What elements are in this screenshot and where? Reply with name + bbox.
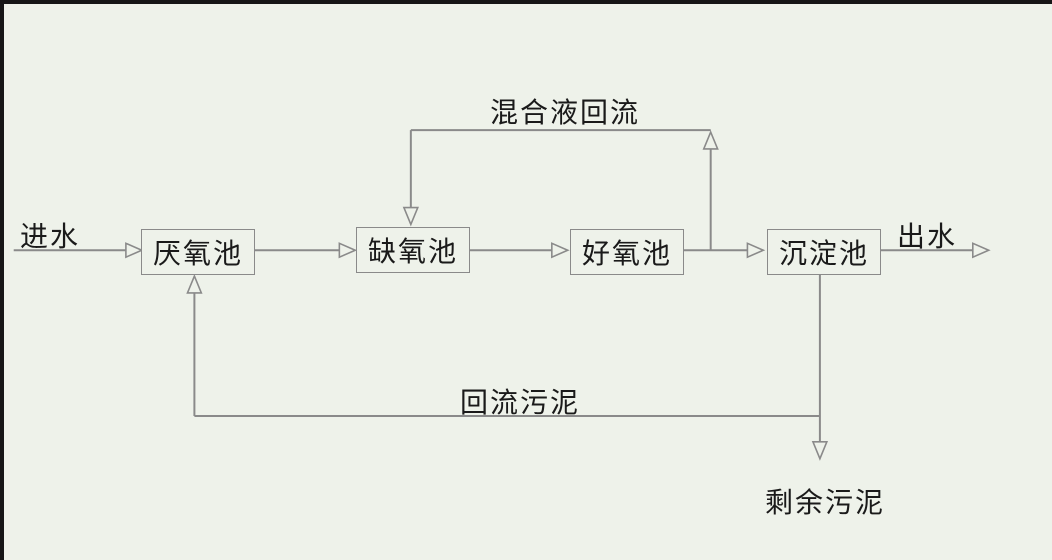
node-aerobic-tank-label: 好氧池 — [581, 239, 672, 270]
anoxic-inlet-arrowhead — [338, 242, 358, 259]
effluent-arrowhead — [972, 242, 991, 259]
anoxic-top-arrowhead — [402, 206, 419, 227]
excess-sludge-label: 剩余污泥 — [764, 488, 886, 519]
mixed-liquor-recycle-label: 混合液回流 — [489, 98, 641, 129]
effluent-label: 出水 — [897, 222, 958, 253]
flow-lines-layer — [13, 129, 991, 461]
return-sludge-label: 回流污泥 — [459, 388, 581, 419]
anaerobic-bottom-arrowhead — [186, 273, 203, 294]
mixed-liquor-up-arrowhead — [702, 129, 719, 150]
influent-label: 进水 — [20, 222, 81, 253]
node-settling-tank: 沉淀池 — [767, 229, 881, 275]
node-aerobic-tank: 好氧池 — [570, 229, 684, 275]
node-anaerobic-tank: 厌氧池 — [141, 229, 255, 275]
node-anoxic-tank: 缺氧池 — [356, 227, 470, 273]
influent-arrowhead — [125, 242, 144, 259]
settling-inlet-arrowhead — [746, 242, 766, 259]
excess-sludge-arrowhead — [811, 441, 829, 461]
node-anaerobic-tank-label: 厌氧池 — [152, 239, 243, 270]
node-anoxic-tank-label: 缺氧池 — [367, 237, 458, 268]
aerobic-inlet-arrowhead — [551, 242, 570, 259]
node-settling-tank-label: 沉淀池 — [778, 239, 869, 270]
